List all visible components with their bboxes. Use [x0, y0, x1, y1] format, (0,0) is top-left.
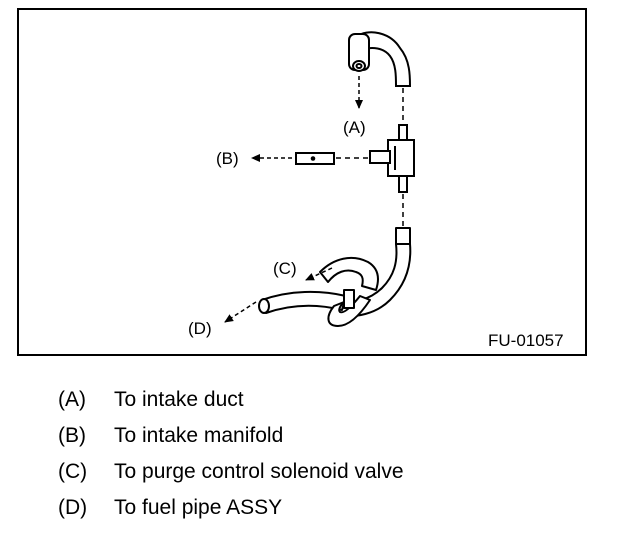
- legend-key: (B): [58, 424, 86, 447]
- legend-key: (A): [58, 388, 86, 411]
- connector-hole: [310, 156, 316, 161]
- legend-item-c: (C) To purge control solenoid valve: [58, 456, 404, 492]
- hose-routing-diagram: (A) (B) (C) (D) FU-01057: [17, 8, 587, 356]
- legend-item-a: (A) To intake duct: [58, 384, 404, 420]
- callout-b: (B): [216, 149, 239, 168]
- legend-key: (D): [58, 496, 88, 519]
- callout-c: (C): [273, 259, 297, 278]
- figure-frame: [17, 8, 587, 356]
- callout-d: (D): [188, 319, 212, 338]
- figure-id: FU-01057: [488, 331, 564, 350]
- intake-duct-hose: [348, 31, 412, 87]
- legend-text: To fuel pipe ASSY: [114, 496, 283, 519]
- legend-list: (A)To intake duct (B)To intake manifold …: [58, 384, 404, 528]
- legend-item-b: (B) To intake manifold: [58, 420, 404, 456]
- callout-a: (A): [343, 118, 366, 137]
- arrow-c-line: [305, 267, 333, 281]
- legend-text: To intake manifold: [114, 424, 284, 447]
- legend-text: To intake duct: [114, 388, 244, 411]
- legend-text: To purge control solenoid valve: [114, 460, 404, 483]
- legend-item-d: (D) To fuel pipe ASSY: [58, 492, 404, 528]
- legend-key: (C): [58, 460, 88, 483]
- check-valve: [369, 124, 415, 193]
- lower-hose-assembly: [258, 227, 412, 327]
- arrow-d-line: [224, 301, 257, 323]
